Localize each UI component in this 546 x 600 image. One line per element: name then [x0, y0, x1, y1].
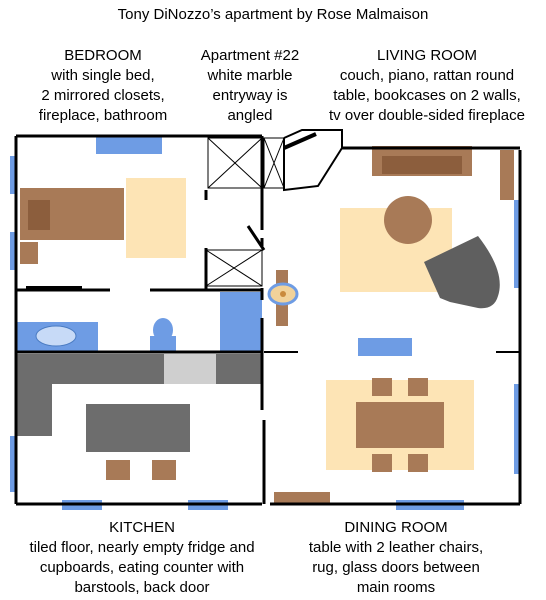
living-room-name: LIVING ROOM [376, 47, 477, 64]
fish-icon [280, 291, 286, 297]
kitchen-label: KITCHEN tiled floor, nearly empty fridge… [14, 518, 270, 598]
plan-title: Tony DiNozzo’s apartment by Rose Malmais… [117, 6, 429, 23]
bedroom-line-2: 2 mirrored closets, [41, 87, 165, 104]
entry-line-3: angled [227, 107, 273, 124]
living-window-right-1 [514, 200, 520, 288]
kitchen-line-3: barstools, back door [74, 579, 210, 596]
kitchen-line-1: tiled floor, nearly empty fridge and [29, 539, 255, 556]
living-room-line-2: table, bookcases on 2 walls, [333, 87, 521, 104]
dining-room-line-1: table with 2 leather chairs, [308, 539, 484, 556]
bathtub-icon [35, 325, 77, 347]
entry-line-2: entryway is [212, 87, 288, 104]
entry-line-1: white marble [207, 67, 293, 84]
kitchen-window-left [10, 436, 16, 492]
couch-seat [382, 156, 462, 174]
dining-table [356, 402, 444, 448]
leather-chair-4 [408, 454, 428, 472]
bed-pillow [28, 200, 50, 230]
rattan-round-table [384, 196, 432, 244]
dining-window-right [514, 384, 520, 474]
dining-room-line-2: rug, glass doors between [312, 559, 480, 576]
bedroom-closet-window [96, 136, 162, 154]
fridge [164, 354, 216, 384]
walls [14, 129, 522, 506]
toilet-tank [150, 336, 176, 352]
entry-label: Apartment #22 white marble entryway is a… [186, 46, 314, 126]
bedroom-window-left-2 [10, 232, 16, 270]
bedroom-label: BEDROOM with single bed, 2 mirrored clos… [8, 46, 198, 126]
dining-room-name: DINING ROOM [344, 519, 448, 536]
eating-counter [86, 404, 190, 452]
dining-bookcase [274, 492, 330, 504]
bookcase-right [500, 150, 514, 200]
tv-fireplace [358, 338, 412, 356]
piano-icon [424, 236, 500, 309]
kitchen-name: KITCHEN [109, 519, 175, 536]
kitchen-counter-top [16, 354, 262, 384]
leather-chair-1 [372, 378, 392, 396]
bedroom-rug [126, 178, 186, 258]
living-room-line-1: couch, piano, rattan round [339, 67, 515, 84]
bedroom-name: BEDROOM [64, 47, 142, 64]
bedroom-line-1: with single bed, [51, 67, 155, 84]
bedroom-window-left-1 [10, 156, 16, 194]
kitchen-counter-left [16, 354, 52, 436]
living-room-label: LIVING ROOM couch, piano, rattan round t… [314, 46, 540, 126]
bedroom-line-3: fireplace, bathroom [38, 107, 168, 124]
toilet-icon [153, 318, 173, 342]
nightstand [20, 242, 38, 264]
leather-chair-2 [408, 378, 428, 396]
bedroom-sink-mirror [26, 286, 82, 290]
dining-room-line-3: main rooms [356, 579, 436, 596]
closet-icon [205, 137, 285, 287]
barstool-2 [152, 460, 176, 480]
leather-chair-3 [372, 454, 392, 472]
living-room-line-3: tv over double-sided fireplace [329, 107, 525, 124]
kitchen-line-2: cupboards, eating counter with [39, 559, 245, 576]
dining-room-label: DINING ROOM table with 2 leather chairs,… [288, 518, 504, 598]
bathroom-closet [220, 292, 262, 352]
barstool-1 [106, 460, 130, 480]
entry-name: Apartment #22 [200, 47, 300, 64]
